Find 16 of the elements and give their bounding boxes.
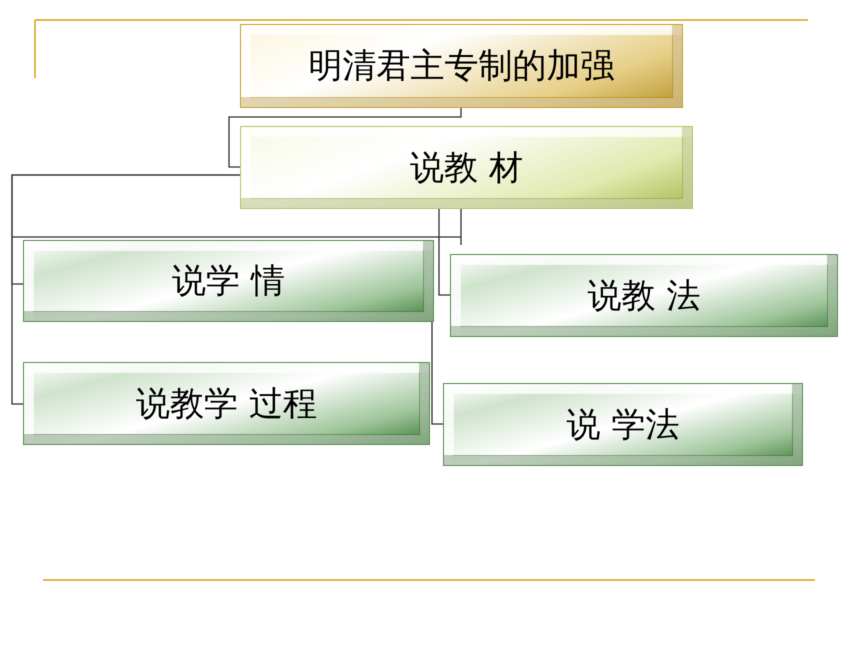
box-label: 说教学 过程 <box>136 382 317 426</box>
box-label: 明清君主专制的加强 <box>308 45 614 88</box>
connector <box>11 174 240 405</box>
connector <box>228 108 462 168</box>
bevel-box <box>443 383 803 466</box>
box-label: 说教 材 <box>410 146 523 190</box>
box-label: 说学 情 <box>172 260 285 303</box>
connector <box>438 209 450 296</box>
bevel-box <box>23 362 430 445</box>
box-label: 说教 法 <box>588 274 700 318</box>
bevel-box <box>450 254 838 337</box>
connector <box>431 322 443 425</box>
bevel-box <box>240 24 683 108</box>
box-label: 说 学法 <box>566 404 680 446</box>
bevel-box <box>23 240 434 322</box>
bevel-box <box>240 126 693 209</box>
